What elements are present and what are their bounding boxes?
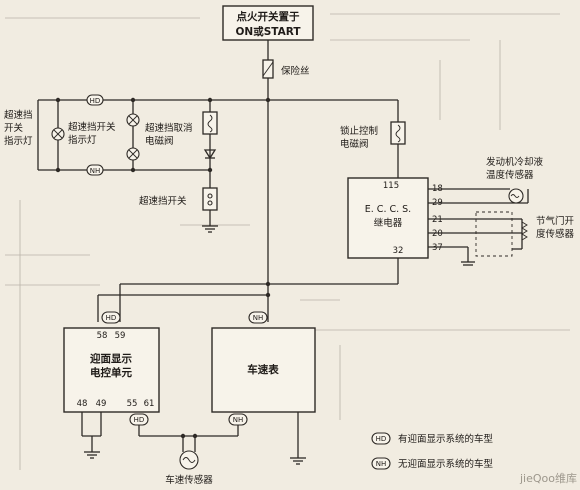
svg-text:HD: HD bbox=[376, 435, 387, 443]
diode-icon bbox=[203, 149, 217, 160]
label-cancel-solenoid-b: 电磁阀 bbox=[145, 135, 174, 147]
hd-tag-left-top: HD bbox=[86, 94, 104, 106]
eccs-name: E. C. C. S. bbox=[365, 204, 411, 215]
indicator-lamp-2-icon bbox=[126, 113, 140, 127]
hud-pin-49: 49 bbox=[96, 399, 107, 409]
eccs-pin-32: 32 bbox=[393, 246, 404, 256]
nh-tag-speedo-bottom: NH bbox=[228, 413, 248, 426]
legend-nh: NH 无迎面显示系统的车型 bbox=[371, 457, 494, 470]
ignition-switch-box bbox=[222, 5, 314, 41]
eccs-pin-20: 20 bbox=[432, 229, 443, 239]
svg-text:NH: NH bbox=[90, 167, 101, 175]
nh-tag-left-bottom: NH bbox=[86, 164, 104, 176]
svg-text:NH: NH bbox=[376, 460, 387, 468]
label-lockup-a: 锁止控制 bbox=[340, 125, 378, 137]
indicator-lamp-1-icon bbox=[51, 127, 65, 141]
hud-pin-59: 59 bbox=[115, 331, 126, 341]
speed-sensor-label: 车速传感器 bbox=[165, 474, 213, 486]
hud-control-unit-box bbox=[63, 327, 160, 413]
hd-tag-hud-top: HD bbox=[101, 311, 121, 324]
eccs-pin-37: 37 bbox=[432, 243, 443, 253]
label-overdrive-indicator-2b: 指示灯 bbox=[68, 134, 97, 146]
hud-label-a: 迎面显示 bbox=[90, 352, 132, 365]
svg-text:NH: NH bbox=[233, 416, 244, 424]
ignition-title-line1: 点火开关置于 bbox=[237, 10, 300, 23]
hud-pin-48: 48 bbox=[77, 399, 88, 409]
eccs-relay-label: 继电器 bbox=[374, 217, 403, 229]
svg-text:HD: HD bbox=[106, 314, 117, 322]
svg-text:HD: HD bbox=[134, 416, 145, 424]
coolant-temp-sensor-icon bbox=[508, 188, 524, 204]
label-overdrive-switch: 超速挡开关 bbox=[139, 195, 187, 207]
label-coolant-b: 温度传感器 bbox=[486, 169, 534, 181]
fuse-label: 保险丝 bbox=[281, 65, 310, 77]
label-overdrive-indicator-1b: 开关 bbox=[4, 122, 24, 134]
legend-hd: HD 有迎面显示系统的车型 bbox=[371, 432, 494, 445]
legend-hd-text: 有迎面显示系统的车型 bbox=[398, 433, 494, 445]
label-throttle-a: 节气门开 bbox=[536, 215, 575, 227]
eccs-relay-box bbox=[347, 177, 429, 259]
label-coolant-a: 发动机冷却液 bbox=[486, 156, 544, 168]
label-overdrive-indicator-1a: 超速挡 bbox=[4, 109, 33, 121]
label-cancel-solenoid-a: 超速挡取消 bbox=[145, 122, 193, 134]
label-overdrive-indicator-1c: 指示灯 bbox=[4, 135, 33, 147]
label-overdrive-indicator-2a: 超速挡开关 bbox=[68, 121, 116, 133]
svg-text:NH: NH bbox=[253, 314, 264, 322]
hud-label-b: 电控单元 bbox=[90, 366, 132, 379]
ignition-title-line2: ON或START bbox=[235, 25, 301, 38]
hud-pin-55: 55 bbox=[127, 399, 138, 409]
indicator-lamp-3-icon bbox=[126, 147, 140, 161]
nh-tag-speedo-top: NH bbox=[248, 311, 268, 324]
background-lines bbox=[5, 13, 570, 470]
hud-pin-58: 58 bbox=[97, 331, 108, 341]
eccs-pin-21: 21 bbox=[432, 215, 443, 225]
eccs-pin-115: 115 bbox=[383, 181, 399, 191]
hd-tag-hud-bottom: HD bbox=[129, 413, 149, 426]
legend-nh-text: 无迎面显示系统的车型 bbox=[398, 458, 494, 470]
label-throttle-b: 度传感器 bbox=[536, 228, 575, 240]
speed-sensor-icon bbox=[179, 450, 199, 470]
svg-text:HD: HD bbox=[90, 97, 101, 105]
speedometer-label: 车速表 bbox=[247, 363, 279, 376]
overdrive-switch-icon bbox=[202, 187, 218, 211]
label-lockup-b: 电磁阀 bbox=[340, 138, 369, 150]
watermark: jieQoo维库 bbox=[519, 472, 577, 485]
throttle-sensor-shield bbox=[475, 211, 513, 257]
hud-pin-61: 61 bbox=[144, 399, 155, 409]
speedometer-box bbox=[211, 327, 316, 413]
